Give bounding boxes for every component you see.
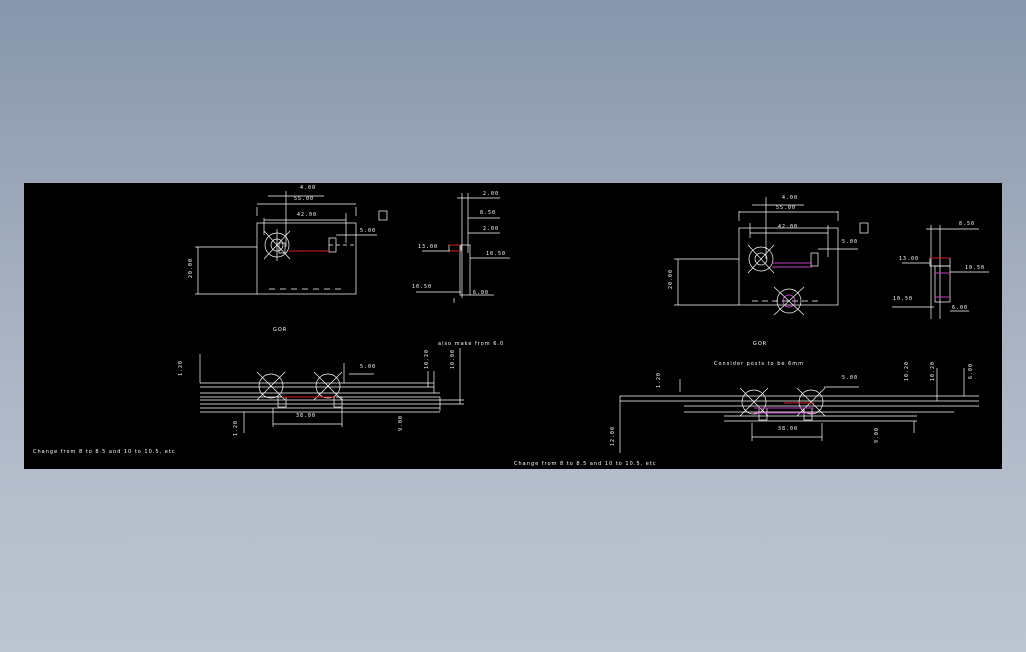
dim-label: 9.00	[874, 427, 880, 443]
right-side-view: 8.50 13.00 10.50 10.50 6.00	[892, 221, 989, 319]
dim-label: 10.50	[893, 296, 913, 302]
right-view-marker	[859, 222, 869, 234]
dim-label: 1.20	[233, 420, 239, 436]
left-side-view: 2.00 8.50 2.00 13.00 10.50 10.50 6.00	[412, 191, 510, 303]
left-section-label: GOR	[273, 327, 287, 333]
dim-label: 5.00	[842, 239, 858, 245]
dim-label: 5.00	[360, 228, 376, 234]
right-front-hole-2	[798, 389, 824, 415]
left-front-hole-2	[315, 373, 341, 399]
dim-label: 42.00	[297, 212, 317, 218]
dim-label: 2.00	[483, 191, 499, 197]
dim-label: 4.00	[782, 195, 798, 201]
dim-label: 10.50	[965, 265, 985, 271]
left-note-bottom: Change from 8 to 8.5 and 10 to 10.5, etc	[33, 449, 176, 455]
dim-label: 5.00	[842, 375, 858, 381]
dim-label: 10.20	[424, 349, 430, 369]
dim-label: 38.00	[778, 426, 798, 432]
right-top-outline	[738, 227, 839, 306]
dim-label: 6.00	[952, 305, 968, 311]
right-top-hole	[748, 246, 774, 272]
dim-label: 10.50	[412, 284, 432, 290]
dim-label: 55.00	[776, 205, 796, 211]
dim-label: 5.00	[360, 364, 376, 370]
dim-label: 10.20	[930, 361, 936, 381]
right-front-view: 1.20 5.00 10.20 10.20 6.00 38.00 12.00 9…	[610, 361, 979, 453]
dim-label: 38.00	[296, 413, 316, 419]
right-note-bottom: Change from 8 to 8.5 and 10 to 10.5, etc	[514, 461, 657, 467]
left-top-outline	[256, 222, 357, 295]
dim-label: 42.00	[778, 224, 798, 230]
dim-label: 10.00	[450, 349, 456, 369]
dim-label: 10.50	[486, 251, 506, 257]
dim-label: 13.00	[418, 244, 438, 250]
right-note-top: Consider posts to be 6mm	[714, 361, 804, 367]
dim-label: 20.00	[668, 269, 674, 289]
right-drawing: 4.00 55.00 42.00 5.00 20.00 8.50 13.00 1…	[514, 195, 989, 467]
left-front-view: 1.20 5.00 10.20 10.00 38.00 1.20 9.00	[178, 348, 464, 436]
cad-drawing-viewport[interactable]: 4.00 55.00 42.00 5.00 20.00 2.00 8.50 2.…	[24, 183, 1002, 469]
cad-drawing-canvas[interactable]: 4.00 55.00 42.00 5.00 20.00 2.00 8.50 2.…	[24, 183, 1002, 469]
dim-label: 6.00	[968, 363, 974, 379]
left-front-hole-1	[258, 373, 284, 399]
left-top-view: 4.00 55.00 42.00 5.00 20.00	[188, 185, 388, 295]
right-top-view: 4.00 55.00 42.00 5.00 20.00	[668, 195, 869, 316]
left-drawing: 4.00 55.00 42.00 5.00 20.00 2.00 8.50 2.…	[33, 185, 510, 455]
right-front-hole-1	[741, 389, 767, 415]
dim-label: 4.00	[300, 185, 316, 191]
dim-label: 12.00	[610, 426, 616, 446]
dim-label: 6.00	[473, 290, 489, 296]
dim-label: 2.00	[483, 226, 499, 232]
dim-label: 8.50	[959, 221, 975, 227]
left-view-marker	[378, 210, 388, 221]
left-note-top: also make from 6.0	[438, 341, 504, 347]
dim-label: 13.00	[899, 256, 919, 262]
dim-label: 20.00	[188, 258, 194, 278]
right-section-label: GOR	[753, 341, 767, 347]
dim-label: 55.00	[294, 196, 314, 202]
dim-label: 1.20	[178, 360, 184, 376]
dim-label: 8.50	[480, 210, 496, 216]
dim-label: 1.20	[656, 372, 662, 388]
dim-label: 9.00	[398, 415, 404, 431]
dim-label: 10.20	[904, 361, 910, 381]
